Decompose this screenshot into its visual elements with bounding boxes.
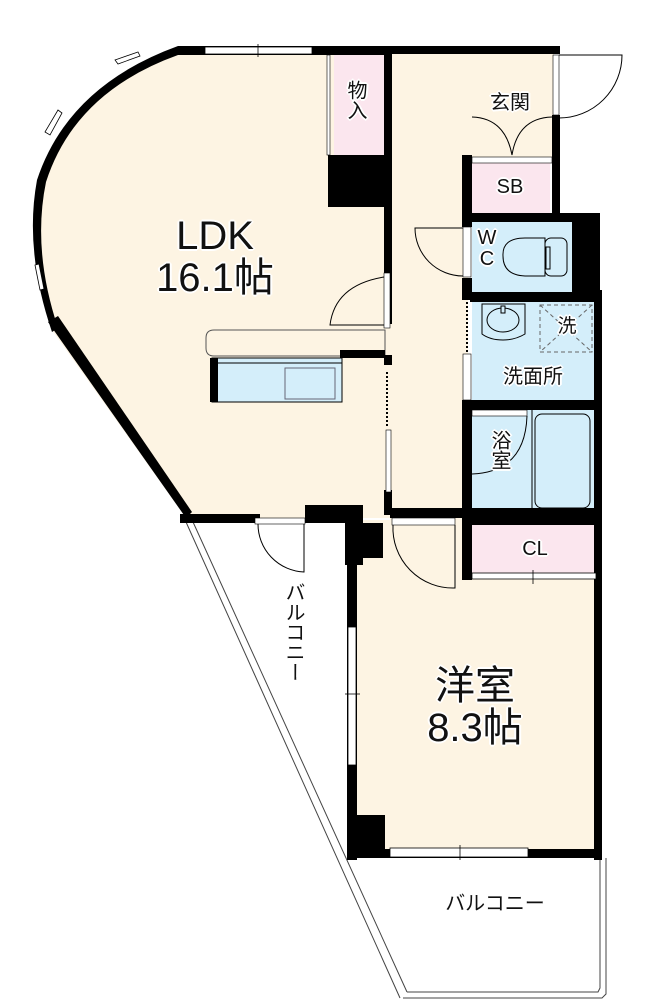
washer-spot [539, 304, 593, 353]
storage-label: 物入 [344, 80, 368, 120]
shoebox-label: SB [496, 176, 524, 198]
bottom-balcony-label: バルコニー [445, 891, 545, 915]
kitchen-counter-top [205, 329, 386, 357]
door-swings [257, 54, 623, 589]
entrance-floor [468, 52, 554, 157]
washbasin-fixture [481, 303, 526, 341]
bathtub-fixture [534, 413, 591, 509]
wc-line1: W [477, 227, 497, 249]
side-balcony-label: バルコニー [282, 582, 306, 682]
kitchen-sink-basin [284, 367, 336, 400]
ldk-size: 16.1帖 [156, 256, 274, 300]
toilet-fixture [502, 237, 568, 277]
western-room-name: 洋室 [435, 664, 515, 708]
ldk-name: LDK [176, 214, 254, 258]
bathroom-label: 浴室 [488, 430, 512, 470]
wc-line2: C [479, 248, 495, 270]
shoebox-floor [472, 163, 550, 213]
washroom-label: 洗面所 [503, 364, 563, 388]
closet-floor [472, 525, 596, 577]
washer-label: 洗 [557, 315, 577, 337]
ldk-label: LDK 16.1帖 [140, 215, 290, 299]
western-room-label: 洋室 8.3帖 [405, 665, 545, 749]
wc-label: W C [475, 228, 499, 270]
storage-floor [334, 55, 384, 155]
entrance-label: 玄関 [490, 90, 530, 114]
balcony-outline [185, 521, 607, 999]
western-room-size: 8.3帖 [427, 706, 523, 750]
hallway-floor [390, 50, 468, 520]
windows [34, 44, 597, 860]
closet-label: CL [522, 538, 548, 560]
